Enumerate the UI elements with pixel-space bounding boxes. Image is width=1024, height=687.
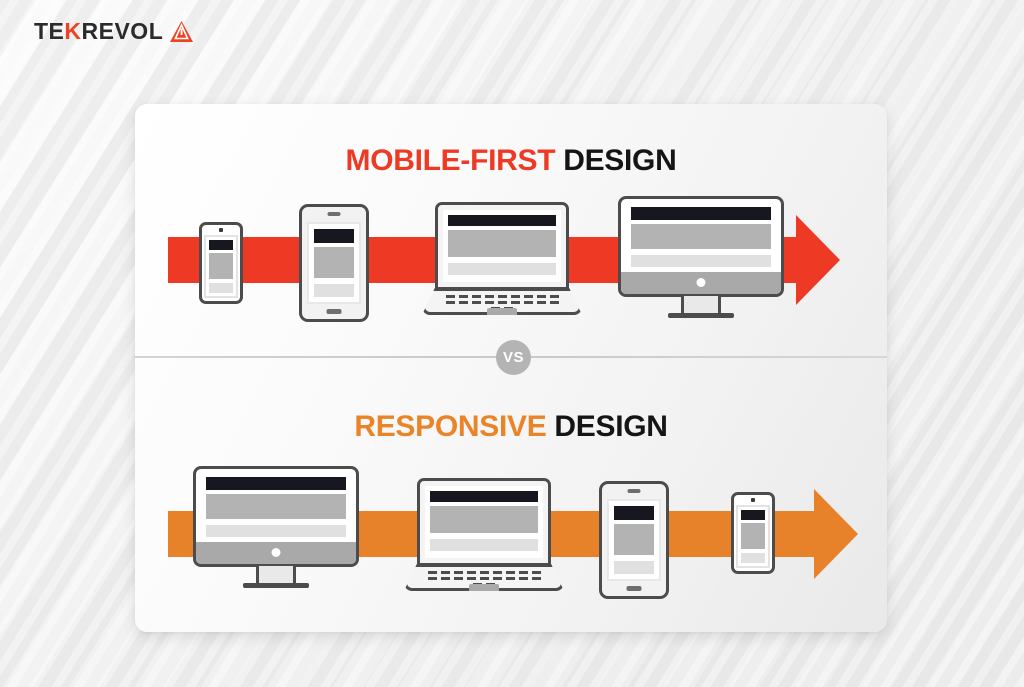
screen-body-block [614, 523, 654, 556]
screen-body-block [206, 494, 346, 519]
heading-responsive-dark: DESIGN [554, 410, 668, 443]
laptop-screen [443, 210, 561, 282]
vs-badge: VS [496, 340, 531, 375]
screen-footer-bar [206, 525, 346, 537]
tablet-home-button[interactable] [326, 309, 342, 314]
desktop-power-dot-icon [271, 548, 281, 557]
device-laptop-mobile-first [422, 202, 582, 317]
screen-header-bar [614, 506, 654, 520]
desktop-chin [621, 272, 781, 294]
phone-screen [204, 235, 238, 298]
phone-screen [736, 505, 770, 568]
screen-header-bar [209, 240, 233, 250]
desktop-monitor [618, 196, 784, 297]
screen-header-bar [206, 477, 346, 490]
tablet-screen [307, 222, 361, 304]
arrow-head-icon [814, 489, 858, 579]
desktop-screen [206, 477, 346, 539]
device-phone-responsive [731, 492, 775, 574]
phone-speaker-icon [219, 228, 223, 232]
desktop-stand-foot [668, 313, 734, 318]
screen-header-bar [741, 510, 765, 520]
brand-wordmark-part1: TE [34, 18, 65, 44]
screen-header-bar [430, 491, 538, 502]
screen-body-block [430, 506, 538, 533]
screen-footer-bar [631, 255, 771, 267]
desktop-stand-neck [256, 566, 296, 584]
device-laptop-responsive [404, 478, 564, 593]
screen-footer-bar [448, 263, 556, 275]
device-tablet-mobile-first [299, 204, 369, 322]
device-phone-mobile-first [199, 222, 243, 304]
screen-header-bar [314, 229, 354, 243]
heading-responsive-accent: RESPONSIVE [354, 410, 547, 443]
screen-body-block [741, 522, 765, 550]
screen-footer-bar [430, 539, 538, 551]
screen-footer-bar [741, 553, 765, 563]
screen-footer-bar [209, 283, 233, 293]
desktop-stand-neck [681, 296, 721, 314]
screen-body-block [209, 252, 233, 280]
phone-speaker-icon [751, 498, 755, 502]
desktop-chin [196, 542, 356, 564]
tablet-home-button[interactable] [626, 586, 642, 591]
heading-mobile-first-dark: DESIGN [563, 144, 677, 177]
screen-body-block [314, 246, 354, 279]
screen-footer-bar [314, 284, 354, 297]
laptop-trackpad[interactable] [469, 584, 499, 591]
tablet-screen [607, 499, 661, 581]
tablet-camera-icon [627, 489, 641, 493]
screen-header-bar [631, 207, 771, 220]
screen-body-block [631, 224, 771, 249]
device-desktop-mobile-first [618, 196, 784, 322]
desktop-monitor [193, 466, 359, 567]
desktop-power-dot-icon [696, 278, 706, 287]
laptop-screen [425, 486, 543, 558]
device-tablet-responsive [599, 481, 669, 599]
desktop-screen [631, 207, 771, 269]
desktop-stand-foot [243, 583, 309, 588]
screen-body-block [448, 230, 556, 257]
arrow-head-icon [796, 215, 840, 305]
screen-footer-bar [614, 561, 654, 574]
brand-wordmark-part2: REVOL [81, 18, 164, 44]
device-desktop-responsive [193, 466, 359, 592]
heading-mobile-first-accent: MOBILE-FIRST [345, 144, 556, 177]
tablet-camera-icon [327, 212, 341, 216]
screen-header-bar [448, 215, 556, 226]
brand-wordmark-accent: K [64, 18, 82, 44]
triangle-mark-icon [169, 20, 194, 43]
laptop-trackpad[interactable] [487, 308, 517, 315]
